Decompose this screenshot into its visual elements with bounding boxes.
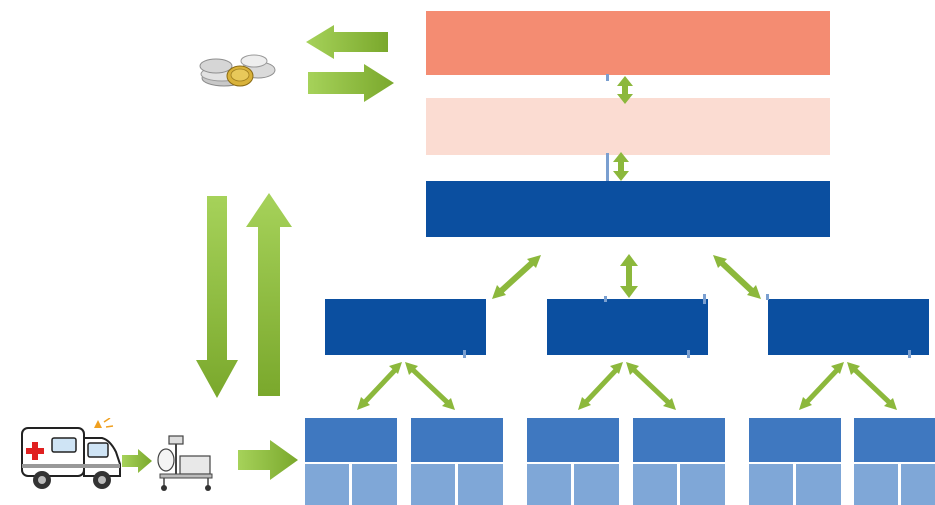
leaf-lower-right — [680, 464, 725, 505]
leaf-lower-left — [854, 464, 898, 505]
arrow-left-icon — [306, 25, 388, 59]
leaf-3 — [527, 418, 619, 505]
leaf-upper — [749, 418, 841, 462]
leaf-4 — [633, 418, 725, 505]
leaf-lower-right — [352, 464, 397, 505]
main-box — [426, 181, 830, 237]
leaf-lower-right — [574, 464, 619, 505]
connector — [908, 350, 911, 358]
arrow-down-icon — [196, 196, 238, 398]
sub-box-3 — [768, 299, 929, 355]
leaf-2 — [411, 418, 503, 505]
sub-box-1 — [325, 299, 486, 355]
coins-icon — [199, 54, 276, 87]
double-arrow-icon — [718, 259, 756, 295]
sub-box-2 — [547, 299, 708, 355]
double-arrow-icon — [497, 259, 536, 295]
leaf-lower-left — [633, 464, 677, 505]
leaf-upper — [854, 418, 935, 462]
leaf-1 — [305, 418, 397, 505]
leaf-6 — [854, 418, 935, 505]
connector — [703, 294, 706, 304]
leaf-upper — [411, 418, 503, 462]
connector — [606, 74, 609, 81]
connector — [766, 294, 769, 300]
connector — [463, 350, 466, 358]
leaf-lower-left — [305, 464, 349, 505]
medical-equipment-icon — [157, 435, 213, 491]
ambulance-icon — [21, 418, 121, 489]
connector — [687, 350, 690, 358]
leaf-lower-right — [901, 464, 935, 505]
double-arrow-icon — [613, 152, 629, 181]
leaf-lower-left — [411, 464, 455, 505]
mid-box — [426, 98, 830, 155]
leaf-upper — [527, 418, 619, 462]
leaf-lower-right — [796, 464, 841, 505]
leaf-5 — [749, 418, 841, 505]
arrow-right-icon — [238, 440, 298, 480]
connector — [604, 296, 607, 302]
leaf-lower-left — [749, 464, 793, 505]
leaf-upper — [305, 418, 397, 462]
top-box — [426, 11, 830, 75]
leaf-lower-left — [527, 464, 571, 505]
connector — [606, 153, 609, 181]
leaf-lower-right — [458, 464, 503, 505]
leaf-upper — [633, 418, 725, 462]
double-arrow-icon — [617, 76, 633, 104]
arrow-right-icon — [122, 449, 152, 473]
arrow-right-icon — [308, 64, 394, 102]
arrow-up-icon — [246, 193, 292, 396]
